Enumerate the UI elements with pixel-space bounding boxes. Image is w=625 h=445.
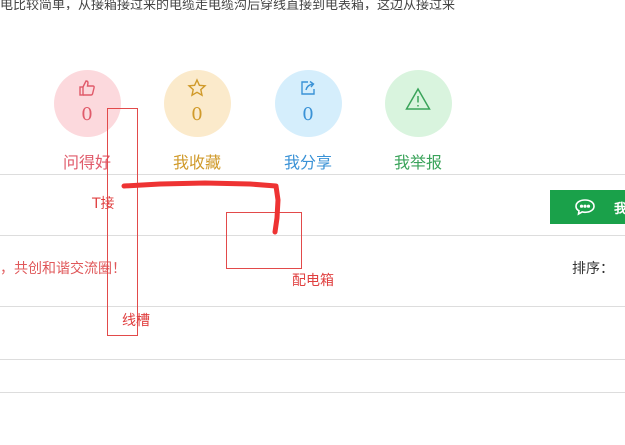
thumbs-up-icon — [54, 78, 121, 98]
sort-label[interactable]: 排序： — [572, 261, 614, 277]
cabinet-annotation-label: 配电箱 — [292, 273, 334, 289]
like-circle[interactable]: 0 — [53, 70, 121, 137]
star-icon — [164, 78, 231, 98]
report-circle[interactable] — [384, 70, 452, 137]
answer-button[interactable]: 我 — [550, 190, 625, 224]
t-joint-annotation: T接 — [92, 196, 115, 212]
top-paragraph-text: 电比较简单，从接箱接过来的电缆走电缆沟后穿线直接到电表箱，这边从接过来 — [0, 0, 456, 10]
share-circle[interactable]: 0 — [274, 70, 342, 137]
community-notice: ，共创和谐交流圈！ — [0, 261, 126, 277]
divider-line — [0, 235, 625, 236]
like-action[interactable]: 0 问得好 — [42, 70, 132, 173]
favorite-label[interactable]: 我收藏 — [172, 153, 221, 172]
report-action[interactable]: 我举报 — [373, 70, 463, 173]
share-icon — [275, 78, 342, 98]
favorite-circle[interactable]: 0 — [163, 70, 231, 137]
share-label[interactable]: 我分享 — [283, 153, 332, 172]
like-count: 0 — [81, 104, 93, 125]
favorite-action[interactable]: 0 我收藏 — [152, 70, 242, 173]
trunking-annotation-label: 线槽 — [122, 313, 150, 329]
divider-line — [0, 306, 625, 307]
share-action[interactable]: 0 我分享 — [263, 70, 353, 173]
share-count: 0 — [302, 104, 314, 125]
favorite-count: 0 — [191, 104, 203, 125]
divider-line — [0, 359, 625, 360]
chat-bubble-icon — [574, 198, 596, 216]
divider-line — [0, 174, 625, 175]
report-label[interactable]: 我举报 — [393, 153, 442, 172]
trunking-annotation-box — [107, 108, 138, 336]
answer-button-label: 我 — [614, 201, 625, 217]
cabinet-annotation-box — [226, 212, 302, 269]
like-label[interactable]: 问得好 — [62, 153, 111, 172]
warning-icon — [385, 86, 452, 112]
divider-line — [0, 392, 625, 393]
